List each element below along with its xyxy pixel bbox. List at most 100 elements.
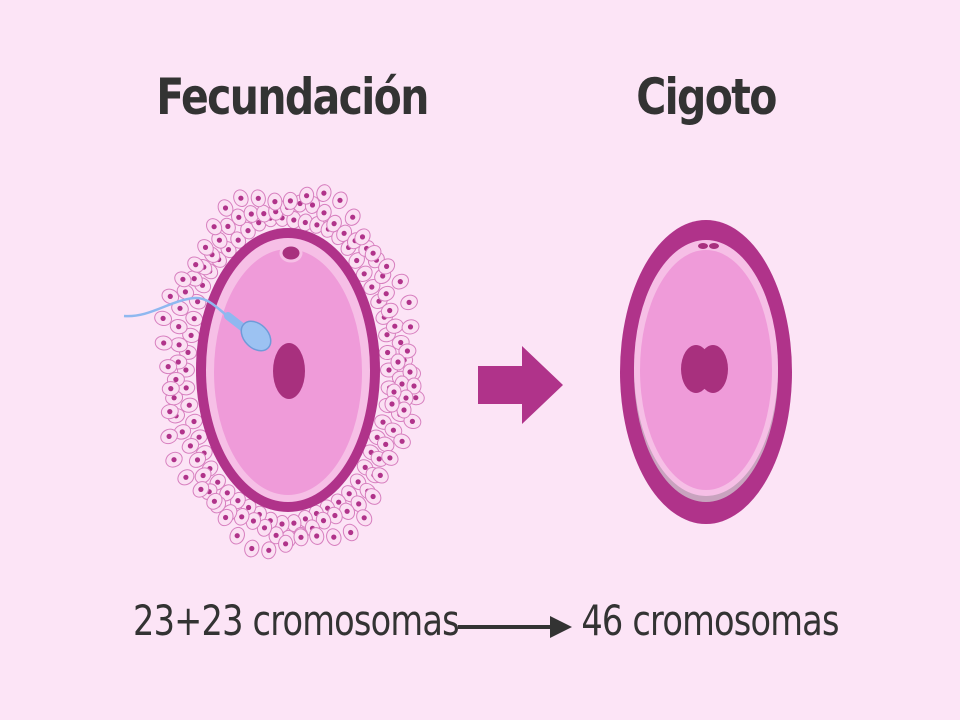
corona-cell-nucleus [370, 250, 376, 256]
corona-cell-nucleus [344, 508, 350, 514]
corona-cell-nucleus [291, 520, 297, 526]
corona-cell-nucleus [398, 339, 404, 346]
corona-cell-nucleus [256, 220, 262, 226]
corona-cell-nucleus [177, 305, 183, 311]
polar-body-2 [709, 243, 719, 249]
corona-cell-nucleus [369, 284, 375, 290]
corona-cell-nucleus [176, 324, 182, 330]
corona-cell-nucleus [370, 493, 376, 500]
corona-radiata-cells [154, 184, 425, 560]
corona-cell-nucleus [411, 383, 417, 389]
corona-cell-nucleus [309, 202, 316, 208]
corona-cell-nucleus [223, 514, 229, 521]
corona-cell-nucleus [384, 332, 390, 338]
corona-cell-nucleus [380, 419, 386, 425]
corona-cell-nucleus [235, 237, 241, 243]
corona-cell-nucleus [186, 402, 192, 408]
corona-cell-nucleus [168, 386, 174, 392]
corona-cell-nucleus [314, 533, 320, 539]
corona-cell-nucleus [391, 389, 397, 395]
corona-cell-nucleus [283, 541, 289, 547]
corona-cell-nucleus [193, 262, 199, 268]
corona-cell-nucleus [321, 210, 327, 216]
corona-cell-nucleus [332, 512, 338, 519]
corona-cell-nucleus [191, 418, 197, 425]
corona-cell-nucleus [395, 359, 401, 365]
corona-cell-nucleus [409, 418, 415, 424]
corona-cell-nucleus [354, 257, 360, 264]
corona-cell-nucleus [238, 195, 244, 201]
corona-cell-nucleus [165, 364, 171, 370]
sperm-tail [123, 296, 239, 326]
sperm-illustration [123, 296, 272, 352]
corona-cell-nucleus [176, 342, 182, 348]
corona-cell-nucleus [261, 525, 268, 531]
corona-cell-nucleus [361, 515, 367, 521]
sperm-head [240, 320, 272, 352]
egg-nucleus [273, 343, 305, 399]
corona-cell-nucleus [384, 263, 390, 269]
corona-cell-nucleus [413, 395, 419, 401]
corona-cell-nucleus [166, 433, 172, 439]
corona-cell-nucleus [302, 516, 308, 522]
transition-arrow [478, 346, 563, 424]
corona-cell-nucleus [406, 299, 412, 305]
corona-cell-nucleus [389, 401, 395, 407]
corona-cell-nucleus [337, 197, 343, 203]
corona-cell-nucleus [211, 498, 217, 504]
fertilization-title: Fecundación [156, 68, 429, 126]
corona-cell-nucleus [255, 195, 261, 201]
corona-cell-nucleus [183, 367, 189, 373]
corona-cell-nucleus [404, 348, 410, 354]
corona-cell-nucleus [195, 299, 201, 305]
corona-cell-nucleus [376, 456, 382, 462]
corona-cell-nucleus [183, 385, 189, 391]
corona-cell-nucleus [225, 247, 232, 253]
corona-cell-nucleus [386, 367, 392, 373]
corona-cell-nucleus [304, 193, 310, 199]
corona-cell-nucleus [359, 234, 366, 240]
corona-cell-nucleus [291, 217, 297, 223]
corona-cell-nucleus [211, 224, 217, 230]
corona-cell-nucleus [198, 486, 204, 492]
corona-cell-nucleus [171, 457, 177, 463]
corona-cell-nucleus [321, 190, 327, 196]
corona-cell-nucleus [200, 472, 206, 479]
corona-cell-nucleus [167, 293, 173, 299]
corona-cell-nucleus [341, 230, 347, 236]
corona-cell-nucleus [401, 407, 407, 413]
corona-cell-nucleus [346, 491, 352, 497]
corona-cell-nucleus [250, 518, 256, 524]
corona-cell-nucleus [361, 271, 367, 277]
corona-cell-nucleus [287, 198, 293, 204]
corona-cell-nucleus [407, 324, 414, 330]
corona-cell-nucleus [191, 316, 197, 322]
corona-cell-nucleus [185, 349, 191, 355]
corona-cell-nucleus [236, 214, 242, 220]
corona-cell-nucleus [171, 395, 177, 401]
corona-cell-nucleus [385, 349, 391, 356]
corona-cell-nucleus [266, 547, 272, 553]
corona-cell-nucleus [350, 214, 356, 220]
corona-cell-nucleus [248, 211, 254, 217]
chromosome-count-after: 46 cromosomas [581, 596, 839, 645]
corona-cell-nucleus [191, 276, 197, 282]
corona-cell-nucleus [374, 434, 380, 440]
corona-cell-nucleus [380, 273, 386, 279]
corona-cell-nucleus [331, 221, 337, 227]
corona-cell-nucleus [245, 228, 251, 234]
corona-cell-nucleus [173, 376, 179, 383]
corona-cell-nucleus [392, 323, 398, 329]
corona-cell-nucleus [390, 427, 396, 433]
corona-cell-nucleus [249, 545, 255, 552]
corona-cell-nucleus [279, 521, 285, 527]
corona-cell-nucleus [167, 409, 173, 415]
corona-cell-nucleus [216, 237, 222, 243]
corona-cell-nucleus [356, 501, 362, 507]
chromosome-count-before: 23+23 cromosomas [133, 596, 460, 645]
corona-cell-nucleus [188, 332, 194, 338]
corona-cell-nucleus [161, 340, 167, 346]
corona-cell-nucleus [298, 534, 304, 540]
corona-cell-nucleus [239, 514, 245, 520]
